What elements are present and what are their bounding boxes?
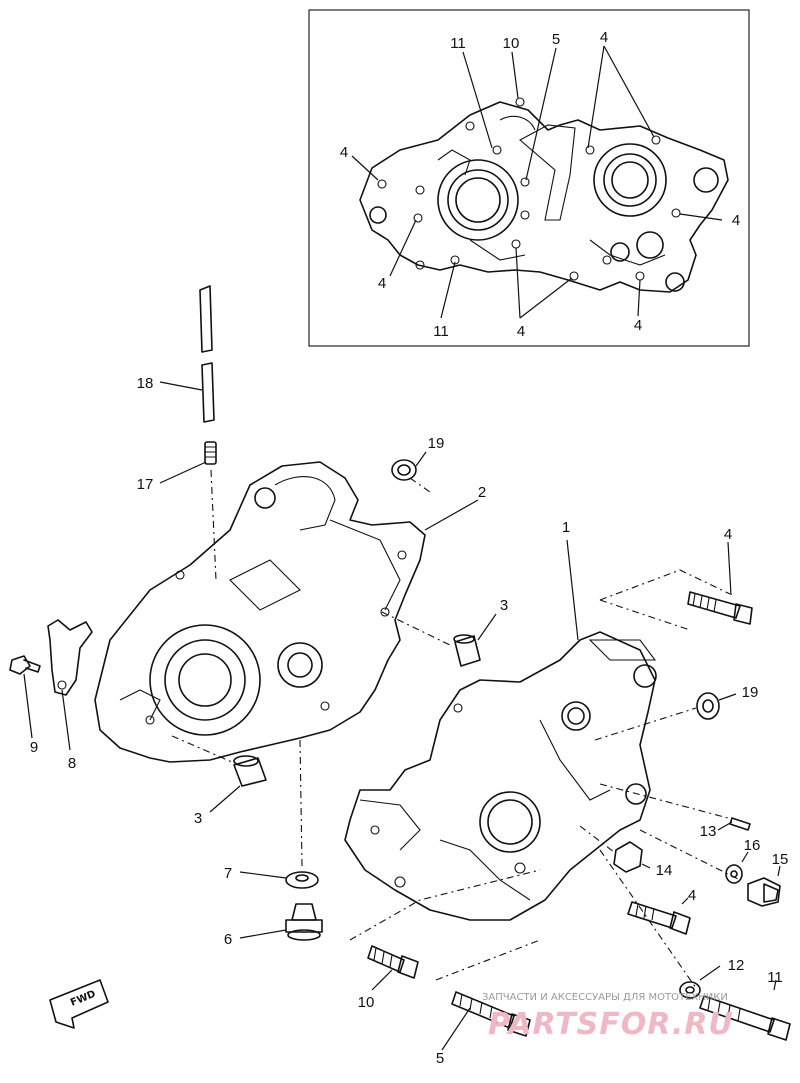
callout-3-upper: 3 bbox=[500, 597, 508, 614]
callout-4-inset-bottom-right: 4 bbox=[634, 317, 642, 334]
callout-4-inset-top: 4 bbox=[600, 29, 608, 46]
callout-9: 9 bbox=[30, 739, 38, 756]
callout-18: 18 bbox=[137, 375, 154, 392]
crankcase-left-2 bbox=[94, 461, 479, 763]
callout-7: 7 bbox=[224, 865, 232, 882]
callout-4-lower: 4 bbox=[688, 887, 696, 904]
oil-seal-19-right bbox=[594, 692, 737, 741]
fwd-arrow-icon: FWD bbox=[49, 979, 109, 1029]
watermark: ЗАПЧАСТИ И АКСЕССУАРЫ ДЛЯ МОТОТЕХНИКИ PA… bbox=[482, 992, 734, 1042]
callout-11: 11 bbox=[767, 969, 783, 986]
callout-6: 6 bbox=[224, 931, 232, 948]
callout-4-inset-bottom-center: 4 bbox=[517, 323, 525, 340]
bolt-10 bbox=[349, 869, 541, 991]
dowel-bushing-3-upper bbox=[381, 611, 497, 667]
bolt-9 bbox=[9, 655, 41, 739]
dowel-bushing-3-lower bbox=[171, 735, 267, 813]
callout-13: 13 bbox=[700, 823, 717, 840]
callout-19-right: 19 bbox=[742, 684, 759, 701]
callout-15: 15 bbox=[772, 851, 789, 868]
washer-12 bbox=[679, 965, 721, 999]
callout-17: 17 bbox=[137, 476, 154, 493]
callout-8: 8 bbox=[68, 755, 76, 772]
callout-3-lower: 3 bbox=[194, 810, 202, 827]
callout-11-inset-bottom: 11 bbox=[433, 323, 449, 340]
watermark-caption: ЗАПЧАСТИ И АКСЕССУАРЫ ДЛЯ МОТОТЕХНИКИ bbox=[482, 992, 728, 1003]
callout-4-inset-right: 4 bbox=[732, 212, 740, 229]
callout-1: 1 bbox=[562, 519, 570, 536]
fwd-label: FWD bbox=[69, 989, 97, 1009]
bolt-11 bbox=[599, 849, 791, 1041]
callout-11-inset-top: 11 bbox=[450, 35, 466, 52]
callout-10: 10 bbox=[358, 994, 375, 1011]
callout-4-inset-left: 4 bbox=[340, 144, 348, 161]
callout-4-upper: 4 bbox=[724, 526, 732, 543]
bolt-5 bbox=[435, 939, 541, 1051]
watermark-logo: PARTSFOR.RU bbox=[488, 1007, 734, 1042]
callout-5-inset: 5 bbox=[552, 31, 560, 48]
bolt-15 bbox=[639, 829, 781, 907]
inset-leaders bbox=[351, 45, 723, 319]
inset-frame bbox=[308, 9, 750, 347]
washer-7 bbox=[239, 739, 319, 889]
nut-14 bbox=[579, 825, 651, 873]
drain-bolt-6 bbox=[239, 903, 323, 941]
callout-2: 2 bbox=[478, 484, 486, 501]
callout-19-upper: 19 bbox=[428, 435, 445, 452]
inset-panel: 11 10 5 4 4 4 4 11 4 4 bbox=[308, 9, 750, 347]
inset-bolt-holes bbox=[377, 97, 681, 281]
bolt-4-lower bbox=[627, 897, 691, 935]
shift-stopper-lever-8 bbox=[47, 619, 93, 751]
inset-callouts: 11 10 5 4 4 4 4 11 4 4 bbox=[340, 29, 740, 340]
callout-12: 12 bbox=[728, 957, 745, 974]
main-callouts: 18 17 19 2 3 1 4 19 9 8 3 13 16 15 14 7 … bbox=[30, 375, 789, 1067]
crankcase-right-1 bbox=[344, 539, 657, 921]
plug-13 bbox=[599, 783, 751, 831]
inset-crankcase-outline bbox=[359, 97, 729, 293]
oil-seal-19-upper bbox=[391, 451, 431, 493]
bolt-4-upper bbox=[599, 541, 753, 631]
dowel-pin-18 bbox=[159, 285, 215, 423]
callout-16: 16 bbox=[744, 837, 761, 854]
callout-10-inset: 10 bbox=[503, 35, 520, 52]
callout-4-inset-bottom-left: 4 bbox=[378, 275, 386, 292]
stud-17 bbox=[159, 441, 217, 581]
callout-14: 14 bbox=[656, 862, 673, 879]
callout-5: 5 bbox=[436, 1050, 444, 1067]
